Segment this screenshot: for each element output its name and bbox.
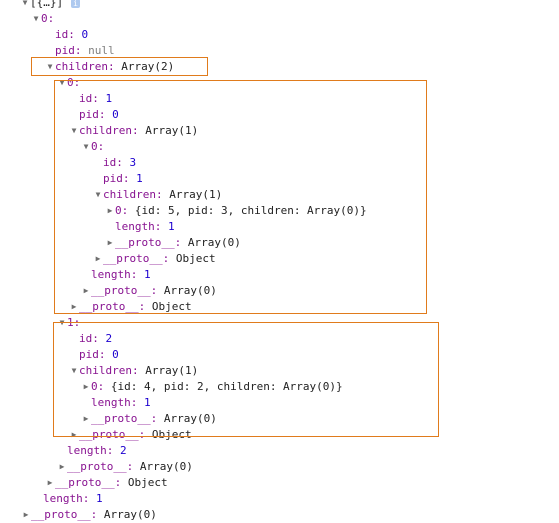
caret-right-icon[interactable]: ▶ (107, 238, 113, 247)
tree-row: length: 1 (91, 268, 151, 281)
caret-down-icon[interactable]: ▼ (71, 366, 77, 375)
caret-down-icon[interactable]: ▼ (71, 126, 77, 135)
tree-row-root[interactable]: ▼[{…}] i (20, 0, 80, 11)
tree-row[interactable]: ▼children: Array(1) (93, 187, 223, 203)
tree-row: pid: 0 (79, 108, 119, 121)
caret-right-icon[interactable]: ▶ (71, 302, 77, 311)
tree-row[interactable]: ▶__proto__: Object (69, 299, 192, 315)
tree-row: length: 1 (115, 220, 175, 233)
tree-row[interactable]: ▶0: {id: 5, pid: 3, children: Array(0)} (105, 203, 367, 219)
caret-down-icon[interactable]: ▼ (59, 318, 65, 327)
tree-row[interactable]: ▼0: (31, 11, 55, 27)
caret-down-icon[interactable]: ▼ (83, 142, 89, 151)
caret-down-icon[interactable]: ▼ (95, 190, 101, 199)
tree-row[interactable]: ▶__proto__: Array(0) (105, 235, 241, 251)
tree-row[interactable]: ▶__proto__: Object (45, 475, 168, 491)
tree-row[interactable]: ▶__proto__: Array(0) (81, 411, 217, 427)
tree-row[interactable]: ▶__proto__: Array(0) (57, 459, 193, 475)
tree-row: pid: null (55, 44, 115, 57)
caret-right-icon[interactable]: ▶ (107, 206, 113, 215)
tree-row[interactable]: ▼children: Array(1) (69, 123, 199, 139)
caret-right-icon[interactable]: ▶ (23, 510, 29, 519)
tree-row: id: 3 (103, 156, 137, 169)
tree-row: id: 1 (79, 92, 113, 105)
tree-row: length: 2 (67, 444, 127, 457)
caret-down-icon[interactable]: ▼ (33, 14, 39, 23)
caret-right-icon[interactable]: ▶ (95, 254, 101, 263)
caret-right-icon[interactable]: ▶ (83, 414, 89, 423)
tree-row: id: 2 (79, 332, 113, 345)
caret-right-icon[interactable]: ▶ (59, 462, 65, 471)
caret-down-icon[interactable]: ▼ (59, 78, 65, 87)
root-label: [{…}] (30, 0, 64, 9)
tree-row[interactable]: ▼children: Array(2) (45, 59, 175, 75)
caret-right-icon[interactable]: ▶ (47, 478, 53, 487)
tree-row[interactable]: ▼1: (57, 315, 81, 331)
tree-row: id: 0 (55, 28, 89, 41)
caret-right-icon[interactable]: ▶ (71, 430, 77, 439)
caret-down-icon[interactable]: ▼ (47, 62, 53, 71)
tree-row: length: 1 (43, 492, 103, 505)
tree-row: pid: 1 (103, 172, 143, 185)
tree-row[interactable]: ▶__proto__: Array(0) (81, 283, 217, 299)
tree-row: length: 1 (91, 396, 151, 409)
tree-row[interactable]: ▶__proto__: Object (93, 251, 216, 267)
tree-row[interactable]: ▼0: (81, 139, 105, 155)
caret-down-icon[interactable]: ▼ (22, 0, 28, 7)
tree-row: pid: 0 (79, 348, 119, 361)
tree-row[interactable]: ▶__proto__: Object (69, 427, 192, 443)
caret-right-icon[interactable]: ▶ (83, 382, 89, 391)
tree-row[interactable]: ▶0: {id: 4, pid: 2, children: Array(0)} (81, 379, 343, 395)
caret-right-icon[interactable]: ▶ (83, 286, 89, 295)
tree-row[interactable]: ▼children: Array(1) (69, 363, 199, 379)
tree-row[interactable]: ▼0: (57, 75, 81, 91)
info-icon: i (71, 0, 80, 8)
tree-row[interactable]: ▶__proto__: Array(0) (21, 507, 157, 523)
